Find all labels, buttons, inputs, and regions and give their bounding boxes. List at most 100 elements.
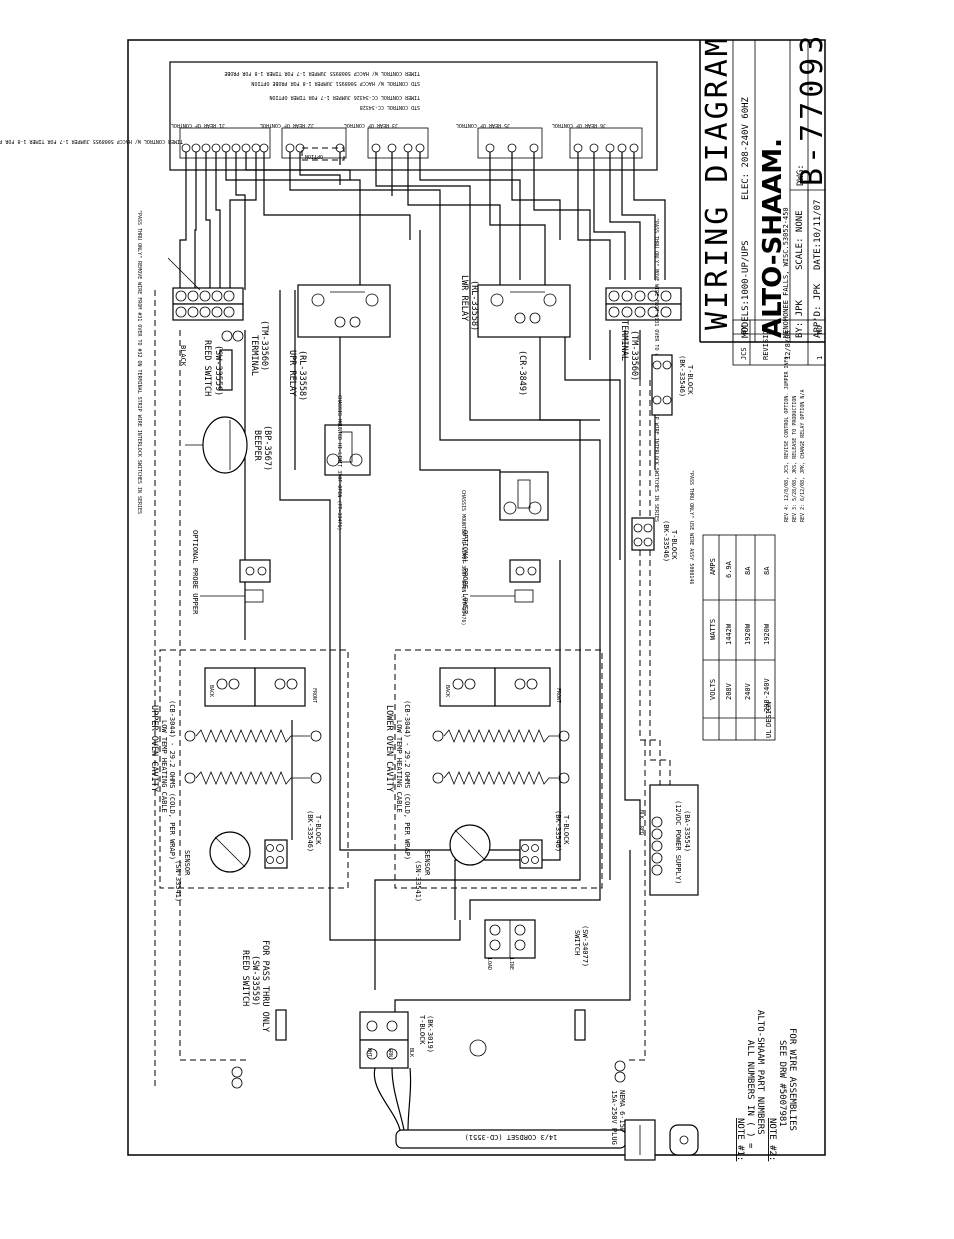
lower-cable-detail: (CB-3044) - 29.2 OHMS (COLD, PER WRAP) (403, 700, 411, 860)
scale-label: SCALE: NONE (795, 210, 805, 270)
probe-lower: OPTIONAL PROBE LOWER (461, 530, 541, 615)
hi-limit-lower-label: CHASSIS MOUNTED HI-LIMIT 350F OPEN (TT-3… (460, 490, 466, 625)
rating-r2-amps: 8A (744, 566, 752, 575)
rating-r3-volts: 208-240V (763, 677, 771, 712)
control-text-3: TIMER CONTROL CC-34326 JUMPER 1-7 FOR TI… (269, 94, 420, 100)
rev-note-3: REV 2: 6/12/08, JPK, CHANGE RELAY OPTION… (800, 390, 806, 522)
connector-j6 (569, 127, 643, 159)
switch-pn: (SW-34077) (581, 925, 589, 967)
rating-r1-amps: 6.9A (725, 560, 733, 578)
blk-wire-label: BLK (638, 810, 644, 819)
revision-table: NO REVISION BY 1 12/8/08 JCS (732, 319, 826, 366)
rev-note-2: REV 3: 5/28/08, JKS, RELEASE TO PRODUCTI… (792, 396, 798, 522)
terminal-upper-pn: (TM-33560) (259, 320, 269, 371)
notes: NOTE #1: ALL NUMBERS IN ( ) = ALTO-SHAAM… (735, 1010, 797, 1161)
lower-oven-cavity: LOWER OVEN CAVITY LOW TEMP HEATING CABLE… (384, 649, 603, 902)
reed-switch-upper: REED SWITCH (SW-33559) (202, 340, 233, 396)
rating-table: UL DESIGN VOLTS WATTS AMPS 208V 1442W 6.… (702, 534, 776, 741)
cordset-label: 14/3 CORDSET (CD-3551) (465, 1133, 558, 1141)
rev-row-date: 12/8/08 (784, 330, 792, 360)
cr-label: (CR-3849) (517, 350, 527, 396)
note2-title: NOTE #2: (767, 1118, 777, 1161)
connector-j5 (477, 127, 543, 159)
plug-face-icon (669, 1124, 699, 1156)
terminal-lower-label: TERMINAL (619, 320, 629, 361)
note1-title: NOTE #1: (735, 1118, 745, 1161)
reed-pass-label: REED SWITCH (240, 950, 250, 1006)
rating-header-watts: WATTS (709, 619, 717, 640)
rating-r3-amps: 8A (763, 566, 771, 575)
black-wire-label: BLACK (179, 345, 187, 367)
plug-label: 15A-250V PLUG (610, 1090, 618, 1145)
diagram-title: WIRING DIAGRAM (700, 35, 735, 330)
upper-sensor-label: SENSOR (183, 850, 191, 876)
cordset: 14/3 CORDSET (CD-3551) 15A-250V PLUG NEM… (373, 1067, 699, 1161)
hi-limit-lower: CHASSIS MOUNTED HI-LIMIT 350F OPEN (TT-3… (460, 471, 549, 625)
models-label: MODELS:1000-UP/UPS (741, 240, 751, 338)
lower-front-label: FRONT (555, 688, 561, 703)
reed-switch-pass-thru: REED SWITCH (SW-33559) FOR PASS THRU ONL… (231, 940, 626, 1089)
rating-r1-volts: 208V (725, 682, 733, 700)
dwg-label: DWG: (796, 164, 806, 186)
title-block: WIRING DIAGRAM MODELS:1000-UP/UPS ELEC: … (699, 32, 830, 343)
connector-j3 (367, 127, 429, 159)
upper-front-label: FRONT (311, 688, 317, 703)
tblock-right-upper: (BK-33546) T-BLOCK (651, 354, 694, 416)
beeper-pn: (BP-3567) (262, 425, 272, 471)
probe-lower-label: OPTIONAL PROBE LOWER (461, 530, 469, 615)
pass-thru-upper-note: "PASS THRU ONLY" REMOVE WIRE FROM #31 OV… (136, 210, 142, 514)
lwr-relay-label: LWR RELAY (459, 275, 469, 321)
lower-tblock-label: T-BLOCK (562, 815, 570, 845)
note1-line2: ALTO-SHAAM PART NUMBERS (755, 1010, 765, 1135)
upr-relay-label: UPR RELAY (287, 350, 297, 396)
switch-line-label: LINE (508, 958, 514, 970)
connector-j2-label: J2 REAR OF CONTROL (260, 122, 314, 128)
tblock-right-lower: (BK-33546) T-BLOCK (631, 517, 678, 562)
pass-thru-wiring (154, 290, 671, 1090)
upper-relay: UPR RELAY (RL-33558) (287, 284, 391, 401)
upper-cavity-title: UPPER OVEN CAVITY (149, 705, 159, 792)
rating-r3-watts: 1920W (763, 623, 771, 645)
note2-line1: SEE DRW #5007981 (777, 1040, 787, 1127)
rating-r2-volts: 240V (744, 682, 752, 700)
plug-type-label: NEMA 6-15P (618, 1090, 626, 1132)
sheet-border (127, 39, 826, 1156)
revision-notes: REV 4: 12/8/08, JCS, REVISE CONTROL OPTI… (784, 356, 806, 522)
main-tblock: T-BLOCK (BK-3019) WHT GRN BLK (359, 1011, 487, 1069)
hi-limit-upper: CHASSIS MOUNTED HI-LIMIT 350F OPEN (TT-3… (324, 395, 371, 530)
switch-label: SWITCH (573, 930, 581, 955)
lower-sensor-label: SENSOR (423, 850, 431, 876)
lower-tblock-pn: (BK-33546) (554, 810, 562, 852)
connector-j6-label: J6 REAR OF CONTROL (552, 122, 606, 128)
control-text-1: TIMER CONTROL W/ HACCP 5008955 JUMPER 1-… (224, 70, 420, 76)
pass-thru-wire-note: "PASS THRU ONLY" USE WIRE ASSY 5008146 (688, 470, 694, 584)
rating-header-ul: UL (765, 730, 773, 738)
power-supply-pn: (BA-33554) (683, 810, 691, 852)
upper-cable-detail: (CB-3044) - 29.2 OHMS (COLD, PER WRAP) (168, 700, 176, 860)
hi-limit-upper-label: CHASSIS MOUNTED HI-LIMIT 350F OPEN (TT-3… (336, 395, 342, 530)
appd-label: APP'D: JPK (813, 283, 823, 338)
reed-pass-pn: (SW-33559) (250, 955, 260, 1006)
upper-cable-label: LOW TEMP HEATING CABLE (160, 720, 168, 813)
rating-header-volts: VOLTS (709, 679, 717, 700)
blk-label: BLK (408, 1048, 414, 1057)
brand-address: MENOMONEE FALLS, WISC.53052-450 (782, 207, 790, 338)
rev-header-no: NO (816, 326, 824, 334)
power-supply: (12VDC POWER SUPPLY) (BA-33554) RED BLK (638, 784, 699, 896)
rev-row-by: JCS (740, 347, 748, 360)
probe-upper-label: OPTIONAL PROBE UPPER (191, 530, 199, 615)
by-label: BY: JPK (795, 299, 805, 338)
tblock-right-upper-pn: (BK-33546) (678, 355, 686, 397)
power-supply-label: (12VDC POWER SUPPLY) (674, 800, 682, 884)
switch-load-label: LOAD (486, 958, 492, 970)
date-label: DATE:10/11/07 (813, 200, 823, 270)
red-wire-label: RED (638, 826, 644, 835)
upper-oven-cavity: UPPER OVEN CAVITY LOW TEMP HEATING CABLE… (149, 649, 349, 902)
rating-header-design: DESIGN (765, 702, 773, 727)
tblock-right-upper-label: T-BLOCK (686, 365, 694, 395)
reed-switch-pn: (SW-33559) (213, 345, 223, 396)
note1-line1: ALL NUMBERS IN ( ) = (745, 1040, 755, 1149)
connector-j1 (179, 127, 271, 159)
